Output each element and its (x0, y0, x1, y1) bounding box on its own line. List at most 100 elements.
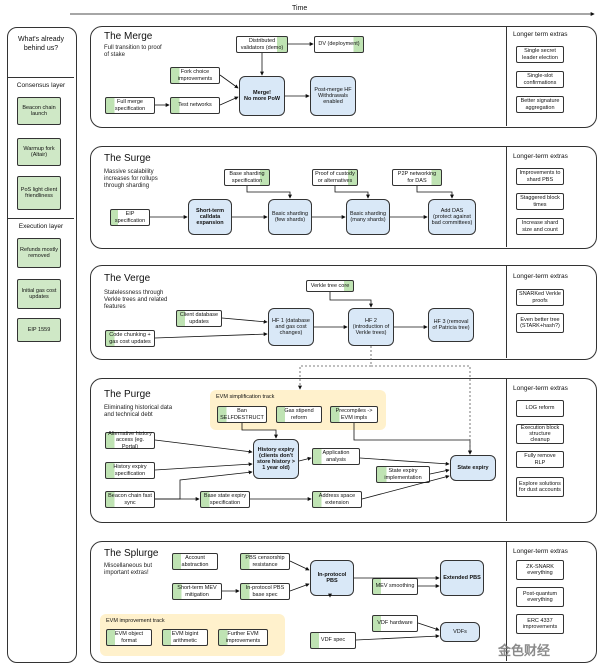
history-expiry-specification: History expiry specification (105, 462, 155, 479)
purge-extras-divider (506, 378, 507, 521)
address-space-extension: Address space extension (312, 491, 362, 508)
splurge-subtitle: Miscellaneous but important extras! (104, 563, 153, 576)
splurge-extra-item: ZK-SNARK everything (516, 560, 564, 580)
client-database-updates: Client database updates (176, 310, 222, 327)
arrow (219, 96, 239, 106)
extended-pbs: Extended PBS (440, 560, 484, 596)
test-networks: Test networks (170, 97, 220, 114)
short-term-mev-mitigation: Short-term MEV mitigation (172, 583, 222, 600)
arrow (361, 474, 450, 500)
purge-title: The Purge (104, 389, 151, 400)
code-chunking: Code chunking + gas cost updates (105, 330, 155, 347)
purge-extras-title: Longer-term extras (513, 385, 568, 392)
evm-bigint-arithmetic: EVM bigint arithmetic (162, 629, 208, 646)
history-expiry: History expiry (clients don't store hist… (253, 439, 299, 479)
dotted-arrow (298, 346, 372, 390)
purge-extra-item: Execution block structure cleanup (516, 424, 564, 444)
surge-panel (90, 146, 597, 249)
surge-subtitle: Massive scalability increases for rollup… (104, 169, 158, 189)
state-expiry-implementation: State expiry implementation (376, 466, 430, 483)
splurge-extras-title: Longer-term extras (513, 548, 568, 555)
evm-simplification-track-title: EVM simplification track (216, 394, 275, 400)
basic-sharding-few: Basic sharding (few shards) (268, 199, 312, 235)
basic-sharding-many: Basic sharding (many shards) (346, 199, 390, 235)
verge-extras-title: Longer-term extras (513, 273, 568, 280)
verge-subtitle: Statelessness through Verkle trees and r… (104, 290, 168, 310)
proof-of-custody: Proof of custody or alternatives (312, 169, 358, 186)
sidebar-divider (8, 218, 74, 219)
evm-improvement-track-title: EVM improvement track (106, 618, 165, 624)
base-sharding-specification: Base sharding specification (224, 169, 270, 186)
history-sidebar (7, 27, 77, 663)
consensus-item: Warmup fork (Altair) (17, 138, 61, 166)
merge-milestone: Merge! No more PoW (239, 76, 285, 116)
arrow (416, 186, 454, 199)
surge-extras-title: Longer-term extras (513, 153, 568, 160)
account-abstraction: Account abstraction (172, 553, 218, 570)
eip-specification: EIP specification (110, 209, 150, 226)
purge-subtitle: Eliminating historical data and technica… (104, 405, 173, 418)
merge-extras-divider (506, 26, 507, 126)
base-state-expiry-specification: Base state expiry specification (200, 491, 250, 508)
splurge-extra-item: Post-quantum everything (516, 587, 564, 607)
consensus-item: Beacon chain launch (17, 97, 61, 125)
purge-extra-item: LOG reform (516, 400, 564, 417)
execution-item: Refunds mostly removed (17, 238, 61, 268)
surge-title: The Surge (104, 153, 151, 164)
merge-extras-title: Longer term extras (513, 31, 568, 38)
surge-extra-item: Improvements to shard PBS (516, 168, 564, 185)
post-merge-hf: Post-merge HF Withdrawals enabled (310, 76, 356, 116)
ban-selfdestruct: Ban SELFDESTRUCT (217, 406, 267, 423)
purge-extra-item: Fully remove RLP (516, 451, 564, 468)
execution-item: EIP 1559 (17, 318, 61, 342)
arrow (334, 186, 370, 199)
surge-extra-item: Increase shard size and count (516, 218, 564, 235)
add-das: Add DAS (protect against bad committees) (428, 199, 476, 235)
further-evm-improvements: Further EVM improvements (218, 629, 268, 646)
purge-extra-item: Explore solutions for dust accounts (516, 477, 564, 497)
precompiles-evm-impls: Precompiles -> EVM impls (330, 406, 378, 423)
verkle-tree-core: Verkle tree core (306, 280, 354, 292)
vdfs: VDFs (440, 622, 480, 642)
arrow (154, 462, 253, 471)
gas-stipend-reform: Gas stipend reform (276, 406, 322, 423)
arrow (155, 470, 253, 500)
hf3-remove-patricia: HF 3 (removal of Patricia tree) (428, 308, 474, 342)
merge-extra-item: Better signature aggregation (516, 96, 564, 113)
vdf-hardware: VDF hardware (372, 615, 418, 632)
state-expiry: State expiry (450, 455, 496, 481)
arrow (355, 634, 440, 641)
arrow (154, 332, 268, 339)
mev-smoothing: MEV smoothing (372, 578, 418, 595)
dotted-arrow (371, 365, 472, 455)
verge-title: The Verge (104, 273, 151, 284)
p2p-networking-das: P2P networking for DAS (392, 169, 442, 186)
full-merge-specification: Full merge specification (105, 97, 155, 114)
surge-extra-item: Staggered block times (516, 193, 564, 210)
time-axis-label: Time (292, 5, 308, 12)
arrow (246, 186, 292, 199)
arrow (328, 593, 332, 598)
arrow (289, 560, 310, 571)
sidebar-divider (8, 77, 74, 78)
arrow (219, 74, 239, 89)
splurge-extra-item: ERC 4337 improvements (516, 614, 564, 634)
arrow (359, 457, 450, 466)
arrow (241, 423, 278, 439)
verge-extra-item: SNARKed Verkle proofs (516, 289, 564, 306)
arrow (154, 439, 253, 454)
fork-choice-improvements: Fork choice improvements (170, 67, 220, 84)
hf2-verkle-trees: HF 2 (introduction of Verkle trees) (348, 308, 394, 346)
hf1-database-gas: HF 1 (database and gas cost changes) (268, 308, 314, 346)
execution-layer-header: Execution layer (18, 223, 64, 230)
beacon-chain-fast-sync: Beacon chain fast sync (105, 491, 155, 508)
application-analysis: Application analysis (312, 448, 360, 465)
merge-extra-item: Single secret leader election (516, 46, 564, 63)
arrow (329, 292, 373, 308)
arrow (221, 317, 268, 324)
merge-extra-item: Single-slot confirmations (516, 71, 564, 88)
vdf-spec: VDF spec (310, 632, 356, 649)
arrow (417, 622, 440, 631)
sidebar-title: What's already behind us? (17, 36, 65, 52)
